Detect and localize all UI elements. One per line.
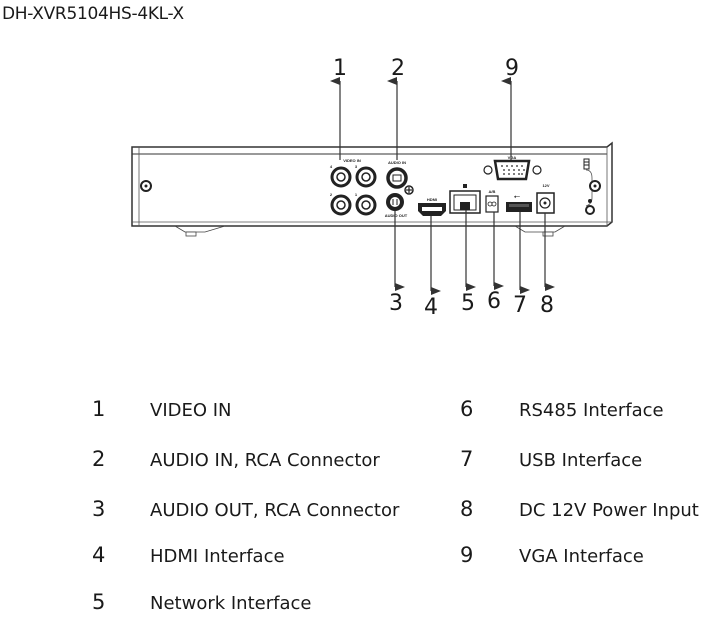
model-title: DH-XVR5104HS-4KL-X xyxy=(2,4,184,24)
legend-item-1: 1 VIDEO IN xyxy=(92,397,232,421)
bnc-channel-label: 3 xyxy=(355,164,358,169)
legend-number: 8 xyxy=(460,497,474,521)
legend-label: DC 12V Power Input xyxy=(519,500,699,521)
callout-1: 1 xyxy=(333,56,347,81)
audio-out-rca-port: AUDIO OUT xyxy=(385,193,408,218)
bnc-channel-label: 2 xyxy=(330,192,333,197)
ground-screw-right xyxy=(585,180,601,215)
legend-number: 2 xyxy=(92,447,106,471)
callout-8: 8 xyxy=(540,293,554,318)
legend-label: HDMI Interface xyxy=(150,546,285,567)
legend-number: 3 xyxy=(92,497,106,521)
callout-7: 7 xyxy=(513,293,527,318)
legend-item-6: 6 RS485 Interface xyxy=(460,397,664,421)
legend-number: 7 xyxy=(460,447,474,471)
status-indicator-icon xyxy=(583,158,590,170)
hdmi-port: HDMI xyxy=(418,197,446,216)
video-in-panel-label: VIDEO IN xyxy=(343,158,361,163)
legend-item-7: 7 USB Interface xyxy=(460,447,642,471)
legend-label: RS485 Interface xyxy=(519,400,664,421)
legend-item-8: 8 DC 12V Power Input xyxy=(460,497,699,521)
callout-4: 4 xyxy=(424,295,438,320)
legend-item-5: 5 Network Interface xyxy=(92,590,311,614)
power-panel-label: 12V xyxy=(542,183,549,188)
rs485-panel-label: A/B xyxy=(489,189,496,194)
legend-label: AUDIO IN, RCA Connector xyxy=(150,450,380,471)
vga-panel-label: VGA xyxy=(508,155,517,160)
legend-item-2: 2 AUDIO IN, RCA Connector xyxy=(92,447,380,471)
legend-item-9: 9 VGA Interface xyxy=(460,543,644,567)
vga-port: VGA xyxy=(483,155,542,181)
callout-2: 2 xyxy=(391,56,405,81)
bnc-port xyxy=(330,166,352,188)
bnc-port xyxy=(355,194,377,216)
bnc-channel-label: 1 xyxy=(355,192,358,197)
legend-item-4: 4 HDMI Interface xyxy=(92,543,285,567)
ground-screw-left xyxy=(140,180,152,192)
legend-label: VGA Interface xyxy=(519,546,644,567)
usb-port: ⭠ xyxy=(506,192,532,212)
audio-in-rca-port: AUDIO IN xyxy=(386,160,408,189)
video-in-bnc-ports: VIDEO IN 4 3 2 1 xyxy=(330,158,377,216)
bnc-port xyxy=(355,166,377,188)
legend-label: USB Interface xyxy=(519,450,643,471)
device-feet xyxy=(174,225,566,237)
audio-out-panel-label: AUDIO OUT xyxy=(385,213,408,218)
legend-number: 1 xyxy=(92,397,106,421)
callout-arrows xyxy=(330,77,555,295)
callout-numbers: 1 2 9 3 4 5 6 7 8 xyxy=(333,56,554,320)
legend-number: 4 xyxy=(92,543,106,567)
dc-power-jack: 12V xyxy=(536,183,555,214)
callout-6: 6 xyxy=(487,289,501,314)
legend-number: 9 xyxy=(460,543,474,567)
bnc-channel-label: 4 xyxy=(330,164,333,169)
network-rj45-port xyxy=(449,184,481,214)
legend-number: 5 xyxy=(92,590,106,614)
hdmi-panel-label: HDMI xyxy=(427,197,437,202)
callout-5: 5 xyxy=(461,291,475,316)
bnc-port xyxy=(330,194,352,216)
callout-3: 3 xyxy=(389,291,403,316)
ground-symbol-icon xyxy=(404,185,414,195)
legend-label: Network Interface xyxy=(150,593,312,614)
legend-number: 6 xyxy=(460,397,474,421)
legend-label: VIDEO IN xyxy=(150,400,232,421)
legend-item-3: 3 AUDIO OUT, RCA Connector xyxy=(92,497,399,521)
audio-in-panel-label: AUDIO IN xyxy=(388,160,406,165)
legend-label: AUDIO OUT, RCA Connector xyxy=(150,500,400,521)
rs485-terminal: A/B xyxy=(485,189,499,213)
usb-symbol-icon: ⭠ xyxy=(514,192,521,201)
callout-9: 9 xyxy=(505,56,519,81)
